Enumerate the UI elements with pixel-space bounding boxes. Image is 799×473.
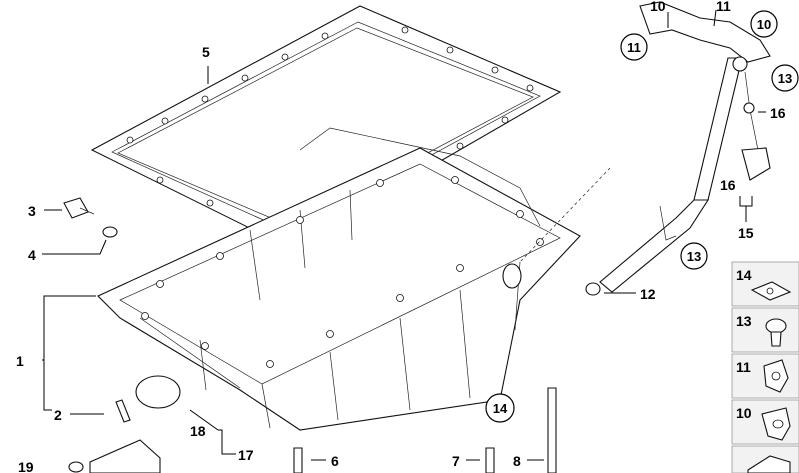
callout-5: 5 — [202, 44, 210, 60]
legend-item-13: 13 — [731, 307, 799, 353]
svg-text:14: 14 — [493, 401, 508, 416]
svg-text:11: 11 — [627, 40, 641, 55]
callout-11: 11 — [716, 0, 731, 14]
legend-panel: 14 13 11 10 — [731, 261, 799, 473]
washer-4 — [102, 226, 118, 238]
callout-7: 7 — [452, 453, 460, 469]
callout-18: 18 — [190, 423, 206, 439]
callout-4: 4 — [28, 247, 36, 263]
leader-lines — [42, 9, 766, 461]
screw-3 — [63, 197, 95, 219]
circled-callout-13-lower: 13 — [680, 242, 708, 270]
callout-16: 16 — [770, 105, 786, 121]
callout-19: 19 — [18, 459, 34, 473]
circled-callout-13-top: 13 — [771, 64, 799, 92]
svg-text:11: 11 — [736, 359, 751, 375]
screw-icon — [765, 318, 787, 347]
circled-callout-11: 11 — [620, 33, 648, 61]
legend-item-11: 11 — [731, 353, 799, 399]
callout-17: 17 — [238, 447, 254, 463]
callout-2: 2 — [54, 407, 62, 423]
svg-text:13: 13 — [736, 313, 752, 329]
clip-nut-icon — [750, 281, 792, 301]
callout-15: 15 — [738, 225, 754, 241]
svg-text:13: 13 — [778, 71, 792, 86]
legend-item-10: 10 — [731, 399, 799, 445]
circled-callout-10: 10 — [750, 10, 778, 38]
callout-12: 12 — [640, 286, 656, 302]
svg-text:14: 14 — [736, 267, 752, 283]
suction-pipe-17 — [89, 439, 161, 473]
cable-holder-icon — [763, 359, 789, 393]
svg-text:10: 10 — [757, 17, 771, 32]
bolt-7 — [485, 447, 495, 473]
callout-10: 10 — [650, 0, 666, 14]
clamp-icon — [761, 407, 791, 441]
washer-19 — [68, 461, 84, 473]
oil-pan-gasket — [90, 5, 562, 249]
o-ring-12 — [585, 282, 601, 296]
callout-16-lower: 16 — [720, 177, 736, 193]
callout-3: 3 — [28, 203, 36, 219]
legend-item-14: 14 — [731, 261, 799, 307]
pin-2 — [115, 399, 131, 423]
circled-callout-14: 14 — [485, 393, 515, 423]
legend-item-blank — [731, 445, 799, 473]
dipstick — [741, 71, 771, 181]
svg-text:13: 13 — [687, 249, 701, 264]
o-ring-18 — [135, 375, 181, 409]
callout-6: 6 — [331, 453, 339, 469]
callout-8: 8 — [513, 453, 521, 469]
dipstick-guide-tube — [599, 1, 771, 293]
callout-1: 1 — [16, 353, 24, 369]
stud-8 — [547, 387, 557, 473]
bolt-6 — [293, 447, 303, 473]
svg-text:10: 10 — [736, 405, 752, 421]
assembly-line — [519, 167, 611, 263]
